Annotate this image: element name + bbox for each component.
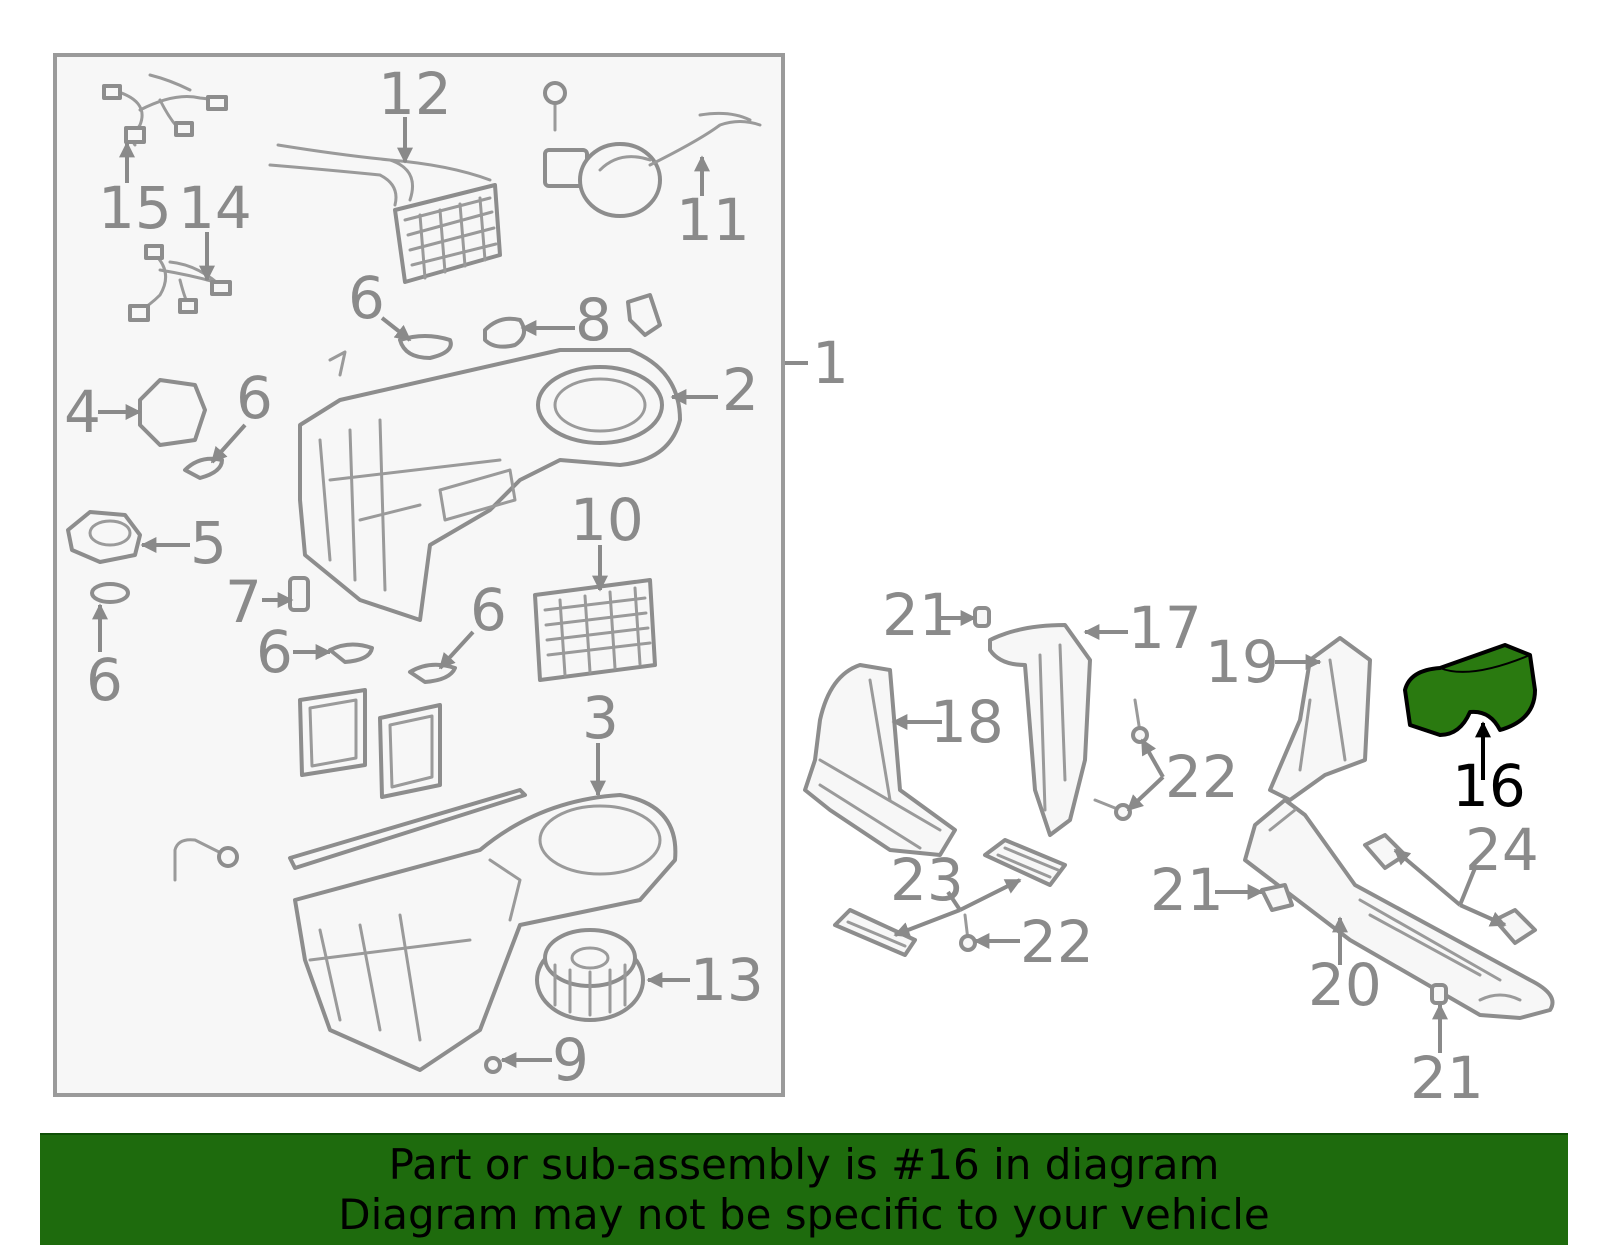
- callout-6c: 6: [86, 646, 123, 714]
- callout-20: 20: [1308, 951, 1382, 1019]
- part-14-wire-harness[interactable]: [128, 244, 232, 322]
- part-6-seal-mid[interactable]: [328, 642, 374, 664]
- callout-17: 17: [1128, 594, 1202, 662]
- banner-line-1: Part or sub-assembly is #16 in diagram: [388, 1140, 1220, 1189]
- info-banner: Part or sub-assembly is #16 in diagram D…: [40, 1133, 1568, 1245]
- callout-14: 14: [178, 174, 252, 242]
- part-21-clip-right[interactable]: [1430, 983, 1448, 1005]
- part-22-screw-lower[interactable]: [1093, 798, 1132, 821]
- callout-21c: 21: [1410, 1044, 1484, 1112]
- part-22-screw-upper[interactable]: [1131, 698, 1149, 744]
- part-23-vent-upper[interactable]: [983, 838, 1067, 887]
- evaporator-plate-left[interactable]: [298, 688, 367, 777]
- callout-6a: 6: [348, 264, 385, 332]
- part-7-sensor[interactable]: [288, 576, 310, 612]
- callout-23: 23: [890, 846, 964, 914]
- callout-11: 11: [676, 186, 750, 254]
- part-8-sensor[interactable]: [483, 316, 526, 349]
- part-20-duct[interactable]: [1243, 798, 1555, 1020]
- part-17-duct[interactable]: [988, 623, 1092, 837]
- callout-10: 10: [570, 486, 644, 554]
- callout-16: 16: [1452, 752, 1526, 820]
- callout-3: 3: [582, 684, 619, 752]
- callout-24: 24: [1465, 816, 1539, 884]
- part-6-seal-bottom-left[interactable]: [90, 582, 130, 604]
- part-13-blower-motor[interactable]: [535, 928, 645, 1022]
- part-18-duct[interactable]: [803, 663, 957, 857]
- callout-labels: 1 2 3 4 5 6 6 6 6 6 7 8 9 10 11 12 13 14…: [64, 60, 1539, 1112]
- callout-6b: 6: [236, 364, 273, 432]
- part-4-actuator[interactable]: [138, 378, 207, 447]
- callout-22a: 22: [1165, 743, 1239, 811]
- callout-12: 12: [378, 60, 452, 128]
- part-2-upper-case[interactable]: [298, 348, 682, 622]
- callout-15: 15: [98, 174, 172, 242]
- drain-tube[interactable]: [173, 838, 239, 882]
- callout-6d: 6: [256, 618, 293, 686]
- part-19-duct[interactable]: [1268, 636, 1372, 802]
- part-3-lower-case[interactable]: [288, 788, 678, 1072]
- callout-1: 1: [812, 329, 849, 397]
- part-23-vent-lower[interactable]: [833, 908, 917, 957]
- clip-top-right[interactable]: [626, 293, 662, 337]
- part-21-clip-middle[interactable]: [1260, 883, 1294, 912]
- callout-4: 4: [64, 378, 101, 446]
- callout-19: 19: [1205, 628, 1279, 696]
- callout-21b: 21: [1150, 856, 1224, 924]
- part-15-wire-harness[interactable]: [102, 73, 228, 147]
- callout-8: 8: [575, 286, 612, 354]
- part-6-seal-top[interactable]: [398, 334, 453, 360]
- part-16-highlighted[interactable]: [1403, 643, 1537, 737]
- part-22-screw-bottom[interactable]: [959, 913, 977, 952]
- callout-18: 18: [930, 688, 1004, 756]
- part-21-clip-top[interactable]: [973, 606, 991, 628]
- callout-5: 5: [190, 509, 227, 577]
- callout-6e: 6: [470, 576, 507, 644]
- callout-21a: 21: [882, 581, 956, 649]
- part-24-vent-lower[interactable]: [1493, 908, 1537, 945]
- part-9-screw[interactable]: [484, 1056, 502, 1074]
- callout-7: 7: [225, 568, 262, 636]
- part-10-filter[interactable]: [533, 578, 657, 682]
- callout-2: 2: [722, 356, 759, 424]
- leader-lines: [92, 117, 1507, 1068]
- part-5-actuator[interactable]: [66, 510, 142, 564]
- callout-22b: 22: [1020, 908, 1094, 976]
- callout-9: 9: [552, 1026, 589, 1094]
- banner-line-2: Diagram may not be specific to your vehi…: [338, 1190, 1270, 1239]
- evaporator-plate-right[interactable]: [378, 703, 442, 799]
- part-12-heater-core[interactable]: [268, 143, 502, 284]
- callout-13: 13: [690, 946, 764, 1014]
- part-11-actuator[interactable]: [543, 81, 762, 218]
